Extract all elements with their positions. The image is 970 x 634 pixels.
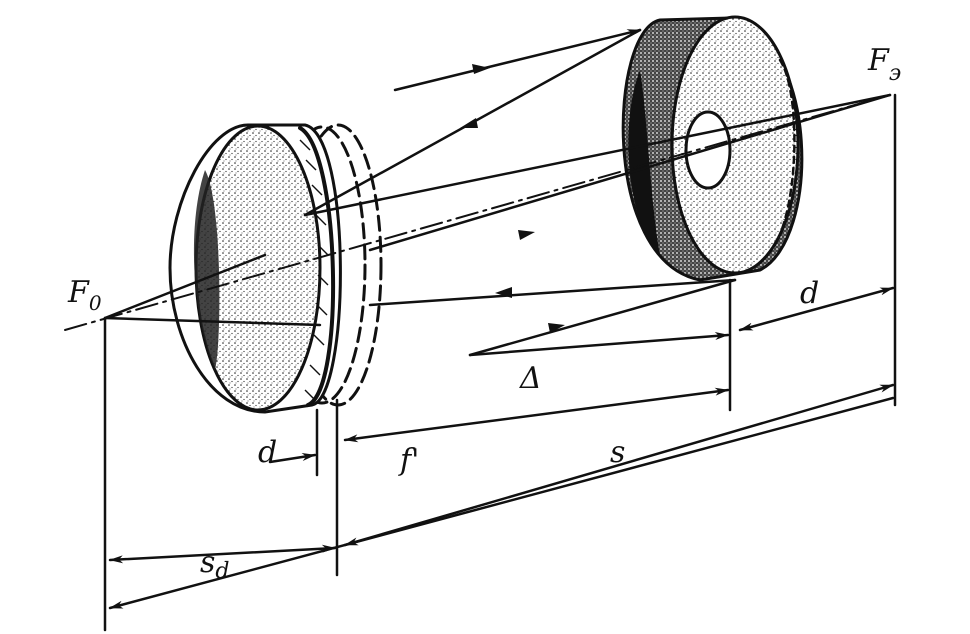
- optical-axis: [64, 94, 891, 331]
- labels: F0 Fэ d d f' Δ s sd: [67, 43, 901, 584]
- secondary-mirror: [621, 15, 804, 282]
- label-focus-object: F0: [67, 275, 102, 315]
- reflected-ray-lower: [368, 278, 737, 307]
- ray-to-image-focus-upper: [303, 93, 892, 217]
- dim-total: [108, 396, 895, 610]
- secondary-mirror-face: [670, 15, 800, 275]
- ray-arrow-5: [495, 287, 512, 298]
- ray-arrow-4: [548, 323, 565, 333]
- light-rays: [64, 28, 892, 357]
- ray-to-image-focus-lower: [368, 93, 892, 252]
- dim-delta: [468, 332, 730, 357]
- ray-from-object-focus-lower: [103, 316, 322, 327]
- ray-arrows: [460, 64, 565, 333]
- incoming-ray-lower: [468, 278, 737, 357]
- secondary-mirror-shadow: [628, 70, 660, 255]
- secondary-mirror-edge: [773, 58, 796, 247]
- primary-mirror-shadow: [193, 170, 220, 370]
- ray-arrow-2: [460, 118, 478, 128]
- label-distance-front: sd: [200, 545, 230, 584]
- label-separation: Δ: [519, 361, 542, 396]
- dim-d-right: [738, 286, 895, 332]
- incoming-ray-upper: [393, 28, 642, 92]
- dim-s-d: [108, 544, 337, 564]
- ray-arrow-3: [518, 230, 535, 240]
- dim-s: [343, 383, 895, 547]
- label-focus-image: Fэ: [867, 43, 901, 86]
- primary-mirror-back-edge: [298, 126, 336, 407]
- primary-mirror: [168, 123, 383, 414]
- primary-mirror-hatching: [299, 139, 329, 401]
- label-thickness-left: d: [258, 435, 277, 470]
- ray-from-object-focus-upper: [103, 253, 267, 320]
- dim-f-prime: [343, 387, 730, 443]
- label-focal-length: f': [398, 443, 419, 478]
- label-distance: s: [610, 435, 625, 470]
- ray-arrow-1: [472, 64, 490, 74]
- label-thickness-right: d: [800, 276, 819, 311]
- dimension-lines: [108, 286, 895, 610]
- dim-d-left: [268, 453, 317, 464]
